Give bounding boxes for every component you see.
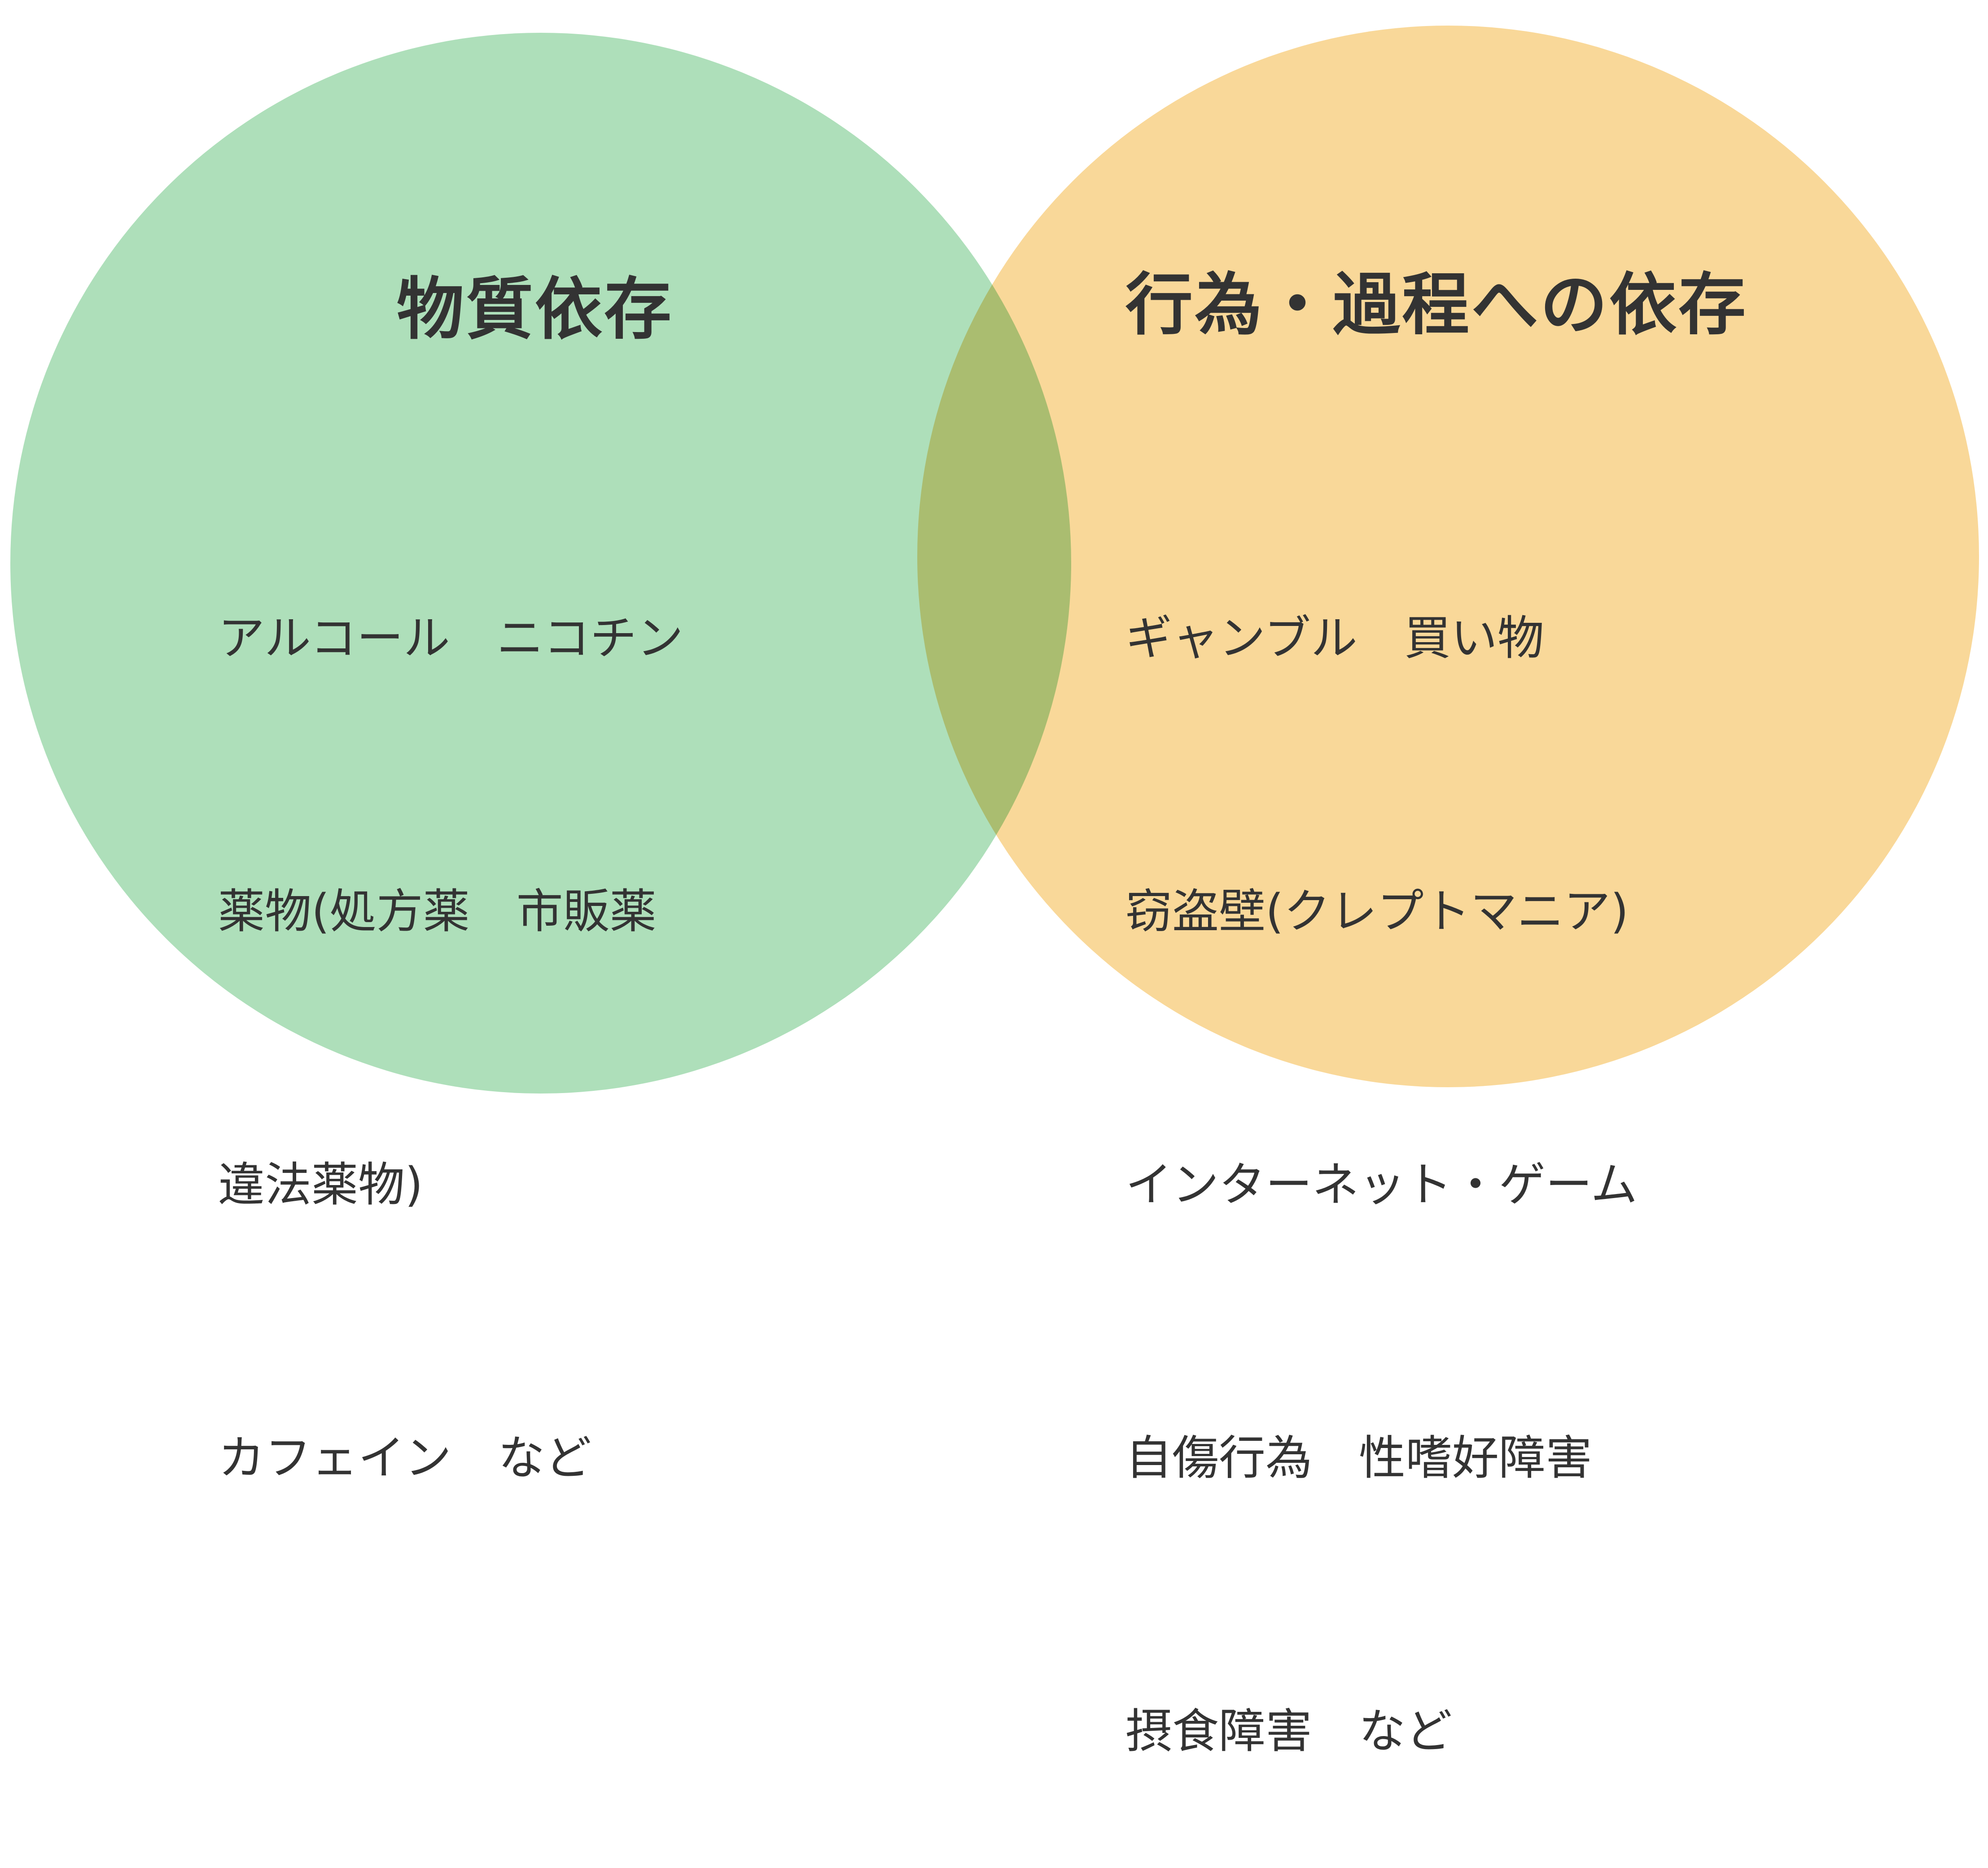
behavioral-dependence-list: ギャンブル 買い物 窃盗壁(クレプトマニア) インターネット・ゲーム 自傷行為 … xyxy=(1125,411,1638,1868)
list-item: 薬物(処方薬 市販薬 xyxy=(218,884,657,939)
list-item: ギャンブル 買い物 xyxy=(1125,611,1544,665)
list-item: 違法薬物) xyxy=(218,1157,423,1212)
substance-dependence-list: アルコール ニコチン 薬物(処方薬 市販薬 違法薬物) カフェイン など xyxy=(218,411,683,1595)
list-item: 自傷行為 性嗜好障害 xyxy=(1125,1431,1593,1485)
behavioral-dependence-title: 行為・過程への依存 xyxy=(1125,266,1748,344)
substance-dependence-title: 物質依存 xyxy=(397,271,674,349)
substance-dependence-circle xyxy=(10,33,1071,1094)
list-item: カフェイン など xyxy=(218,1431,592,1485)
list-item: インターネット・ゲーム xyxy=(1125,1157,1638,1212)
behavioral-dependence-circle xyxy=(917,26,1979,1087)
list-item: アルコール ニコチン xyxy=(218,611,683,665)
list-item: 窃盗壁(クレプトマニア) xyxy=(1125,884,1629,939)
list-item: 摂食障害 など xyxy=(1125,1704,1453,1759)
